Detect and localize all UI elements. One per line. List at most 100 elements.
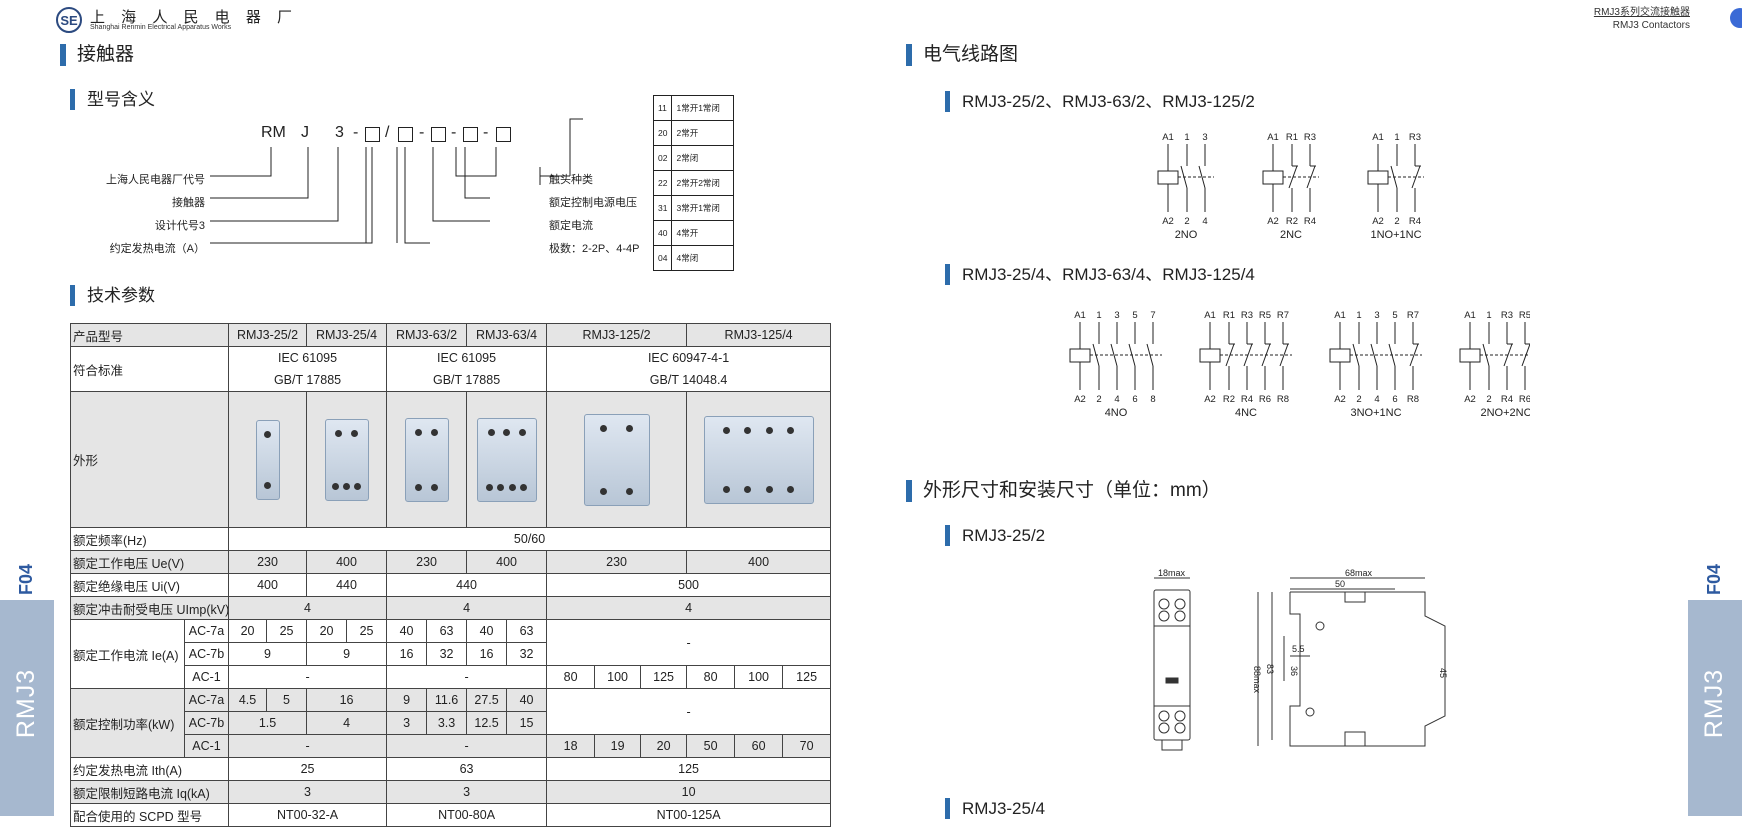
terminal-label: 1 — [1486, 310, 1491, 321]
terminal-label: R1 — [1223, 310, 1235, 321]
category-cell: AC-7a — [183, 688, 230, 712]
value-cell: - — [228, 665, 388, 689]
code-box-rated-current — [431, 127, 446, 142]
no-contact — [1146, 343, 1154, 367]
legend-code: 11 — [652, 95, 673, 121]
table-row: AC-1 - - 18 19 20 50 60 70 — [71, 734, 832, 758]
terminal-label: 6 — [1392, 394, 1397, 405]
model-cell: RMJ3-125/4 — [686, 323, 832, 347]
value-cell: 125 — [782, 665, 832, 689]
table-row: 额定冲击耐受电压 UImp(kV) 4 4 4 — [69, 596, 832, 620]
label-control-voltage: 额定控制电源电压 — [549, 197, 637, 209]
value-cell: 18 — [546, 734, 596, 758]
row-label: 额定限制短路电流 Iq(kA) — [69, 780, 230, 804]
value-cell: 25 — [266, 619, 308, 643]
label-poles: 极数：2-2P、4-4P — [549, 243, 640, 255]
table-row: 额定工作电压 Ue(V) 230 400 230 400 230 400 — [69, 550, 832, 574]
table-row: 产品型号 RMJ3-25/2 RMJ3-25/4 RMJ3-63/2 RMJ3-… — [69, 323, 832, 347]
no-contact — [1352, 343, 1360, 367]
terminal-label: 1 — [1096, 310, 1101, 321]
standard-line: IEC 60947-4-1 — [647, 351, 730, 365]
value-cell: 230 — [546, 550, 688, 574]
diagram-name: 1NO+1NC — [1370, 229, 1421, 241]
terminal-label: R4 — [1409, 216, 1421, 227]
value-cell: 50 — [686, 734, 736, 758]
value-cell: 25 — [346, 619, 388, 643]
value-cell: 400 — [228, 573, 308, 597]
value-cell: 400 — [306, 550, 388, 574]
value-cell: 70 — [782, 734, 832, 758]
value-cell: 40 — [386, 619, 428, 643]
value-cell: 4 — [228, 596, 388, 620]
terminal-label: A1 — [1464, 310, 1476, 321]
subsection-title-4pole: RMJ3-25/4、RMJ3-63/4、RMJ3-125/4 — [945, 264, 1255, 285]
value-cell: 11.6 — [426, 688, 468, 712]
header-series-cn[interactable]: RMJ3系列交流接触器 — [1593, 7, 1690, 18]
dim-height-55: 5.5 — [1292, 644, 1305, 654]
product-image — [686, 391, 832, 528]
nc-contact — [1261, 343, 1271, 367]
standard-line: IEC 61095 — [437, 351, 497, 365]
legend-desc: 4常闭 — [671, 245, 734, 271]
code-j: J — [301, 124, 309, 141]
value-cell: 20 — [306, 619, 348, 643]
product-image — [306, 391, 388, 528]
logo-mark: SE — [60, 12, 78, 28]
legend-desc: 1常开1常闭 — [671, 95, 734, 121]
legend-desc: 4常开 — [671, 220, 734, 246]
diagram-name: 4NO — [1105, 407, 1128, 419]
terminal-label: A1 — [1204, 310, 1216, 321]
value-cell: 100 — [594, 665, 642, 689]
dim-height-83: 83 — [1265, 664, 1275, 674]
label-design-code: 设计代号3 — [154, 220, 205, 232]
terminal-label: 5 — [1132, 310, 1137, 321]
value-cell: 20 — [640, 734, 688, 758]
legend-code: 31 — [652, 195, 673, 221]
value-cell: 3.3 — [426, 711, 468, 735]
nc-contact — [1411, 165, 1421, 189]
terminal-label: 2 — [1184, 216, 1189, 227]
code-dash: - — [419, 124, 425, 141]
model-cell: RMJ3-63/4 — [466, 323, 548, 347]
dim-height-45: 45 — [1438, 668, 1448, 678]
terminal-label: R4 — [1304, 216, 1316, 227]
terminal-label: 8 — [1150, 394, 1155, 405]
table-row: 额定控制功率(kW) AC-7a 4.5 5 16 9 11.6 27.5 40… — [70, 688, 832, 758]
terminal-label: R4 — [1501, 394, 1513, 405]
value-cell: NT00-32-A — [228, 803, 388, 827]
value-cell: 400 — [686, 550, 832, 574]
value-cell: 440 — [386, 573, 548, 597]
terminal-label: 2 — [1486, 394, 1491, 405]
value-cell: 500 — [546, 573, 832, 597]
terminal-label: 1 — [1184, 132, 1189, 143]
terminal-label: A1 — [1074, 310, 1086, 321]
row-label: 配合使用的 SCPD 型号 — [69, 803, 230, 827]
terminal-label: 1 — [1356, 310, 1361, 321]
terminal-label: 6 — [1132, 394, 1137, 405]
nc-contact — [1306, 165, 1316, 189]
row-label: 外形 — [69, 391, 230, 528]
model-cell: RMJ3-63/2 — [386, 323, 468, 347]
value-cell: 32 — [426, 642, 468, 666]
dim-inner-width: 50 — [1335, 579, 1345, 589]
model-code-diagram: RM J 3 - / - - - 上海人民电器 — [60, 95, 740, 280]
value-cell: 5 — [266, 688, 308, 712]
table-row: 外形 — [69, 391, 832, 528]
subsection-title-2pole: RMJ3-25/2、RMJ3-63/2、RMJ3-125/2 — [945, 91, 1255, 112]
model-labels-right: 触头种类 额定控制电源电压 额定电流 极数：2-2P、4-4P — [549, 169, 639, 261]
model-code-lines — [210, 118, 583, 244]
value-cell: 1.5 — [228, 711, 308, 735]
section-title-contactor: 接触器 — [60, 44, 134, 66]
terminal-label: 1 — [1394, 132, 1399, 143]
terminal-label: 2 — [1356, 394, 1361, 405]
legend-code: 20 — [652, 120, 673, 146]
scroll-indicator-icon[interactable] — [1730, 8, 1742, 28]
terminal-label: A2 — [1074, 394, 1086, 405]
standard-line: GB/T 17885 — [432, 373, 501, 387]
no-contact — [1092, 343, 1100, 367]
dimension-drawing: 18max 68max 50 88max 83 36 5.5 45 — [1153, 568, 1448, 751]
